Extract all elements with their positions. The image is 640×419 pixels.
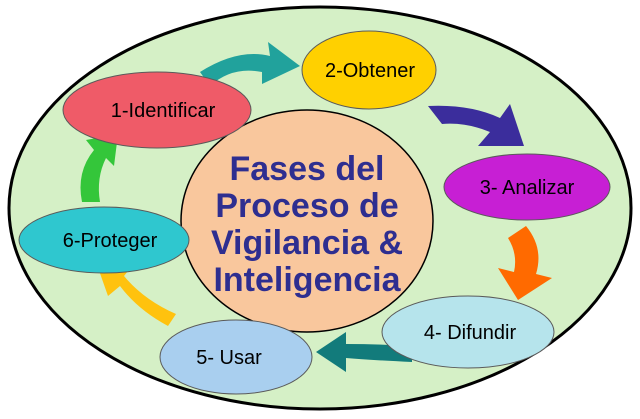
phase-6-proteger: 6-Proteger [18,206,190,274]
arrow-1-to-2 [200,42,300,86]
phase-5-usar: 5- Usar [159,319,313,395]
phase-oval [18,206,190,274]
phase-3-analizar: 3- Analizar [443,153,611,221]
phase-oval [62,71,252,149]
phase-label: 3- Analizar [480,177,575,199]
phase-oval [159,319,313,395]
arrow-6-to-1 [80,134,118,202]
phase-label: 2-Obtener [325,60,415,82]
arrow-2-to-3 [428,104,524,146]
phase-oval [381,295,555,369]
phase-2-obtener: 2-Obtener [301,30,437,110]
center-title-line-2: Proceso de [215,187,398,225]
arrow-5-to-6 [96,262,176,326]
phase-label: 4- Difundir [424,322,517,344]
center-title-line-1: Fases del [230,150,385,188]
arrow-4-to-5 [316,332,412,372]
phase-label: 6-Proteger [63,230,158,252]
phase-oval [443,153,611,221]
phase-label: 5- Usar [196,347,262,369]
phase-1-identificar: 1-Identificar [62,71,252,149]
center-title-line-3: Vigilancia & [211,224,403,262]
phase-4-difundir: 4- Difundir [381,295,555,369]
center-title: Fases del Proceso de Vigilancia & Inteli… [211,150,403,299]
center-title-line-4: Inteligencia [213,261,401,299]
center-disc [180,109,434,333]
phase-oval [301,30,437,110]
phase-label: 1-Identificar [111,100,216,122]
arrow-3-to-4 [498,226,552,300]
